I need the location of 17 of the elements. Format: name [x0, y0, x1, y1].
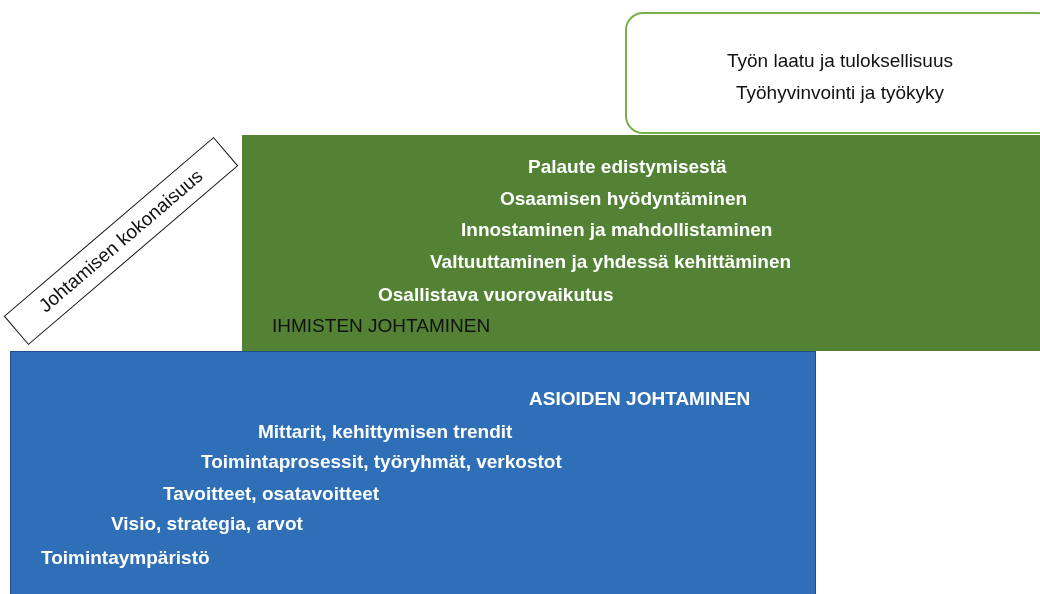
task-management-panel: [10, 351, 816, 594]
item-text: Valtuuttaminen ja yhdessä kehittäminen: [430, 251, 792, 273]
item-text: Mittarit, kehittymisen trendit: [258, 421, 513, 443]
people-management-panel: [242, 135, 1040, 351]
item-text: Osaamisen hyödyntäminen: [500, 188, 748, 210]
item-text: Osallistava vuorovaikutus: [378, 284, 614, 306]
item-text: Toimintaympäristö: [41, 547, 210, 569]
item-text: Innostaminen ja mahdollistaminen: [461, 219, 773, 241]
item-text: Työhyvinvointi ja työkyky: [736, 82, 944, 104]
item-text: Visio, strategia, arvot: [111, 513, 303, 535]
item-text: Palaute edistymisestä: [528, 156, 727, 178]
outcome-box: [625, 12, 1040, 134]
section-heading: IHMISTEN JOHTAMINEN: [272, 315, 491, 337]
item-text: Työn laatu ja tuloksellisuus: [727, 50, 953, 72]
item-text: Tavoitteet, osatavoitteet: [163, 483, 380, 505]
section-heading: ASIOIDEN JOHTAMINEN: [529, 388, 751, 410]
item-text: Toimintaprosessit, työryhmät, verkostot: [201, 451, 562, 473]
